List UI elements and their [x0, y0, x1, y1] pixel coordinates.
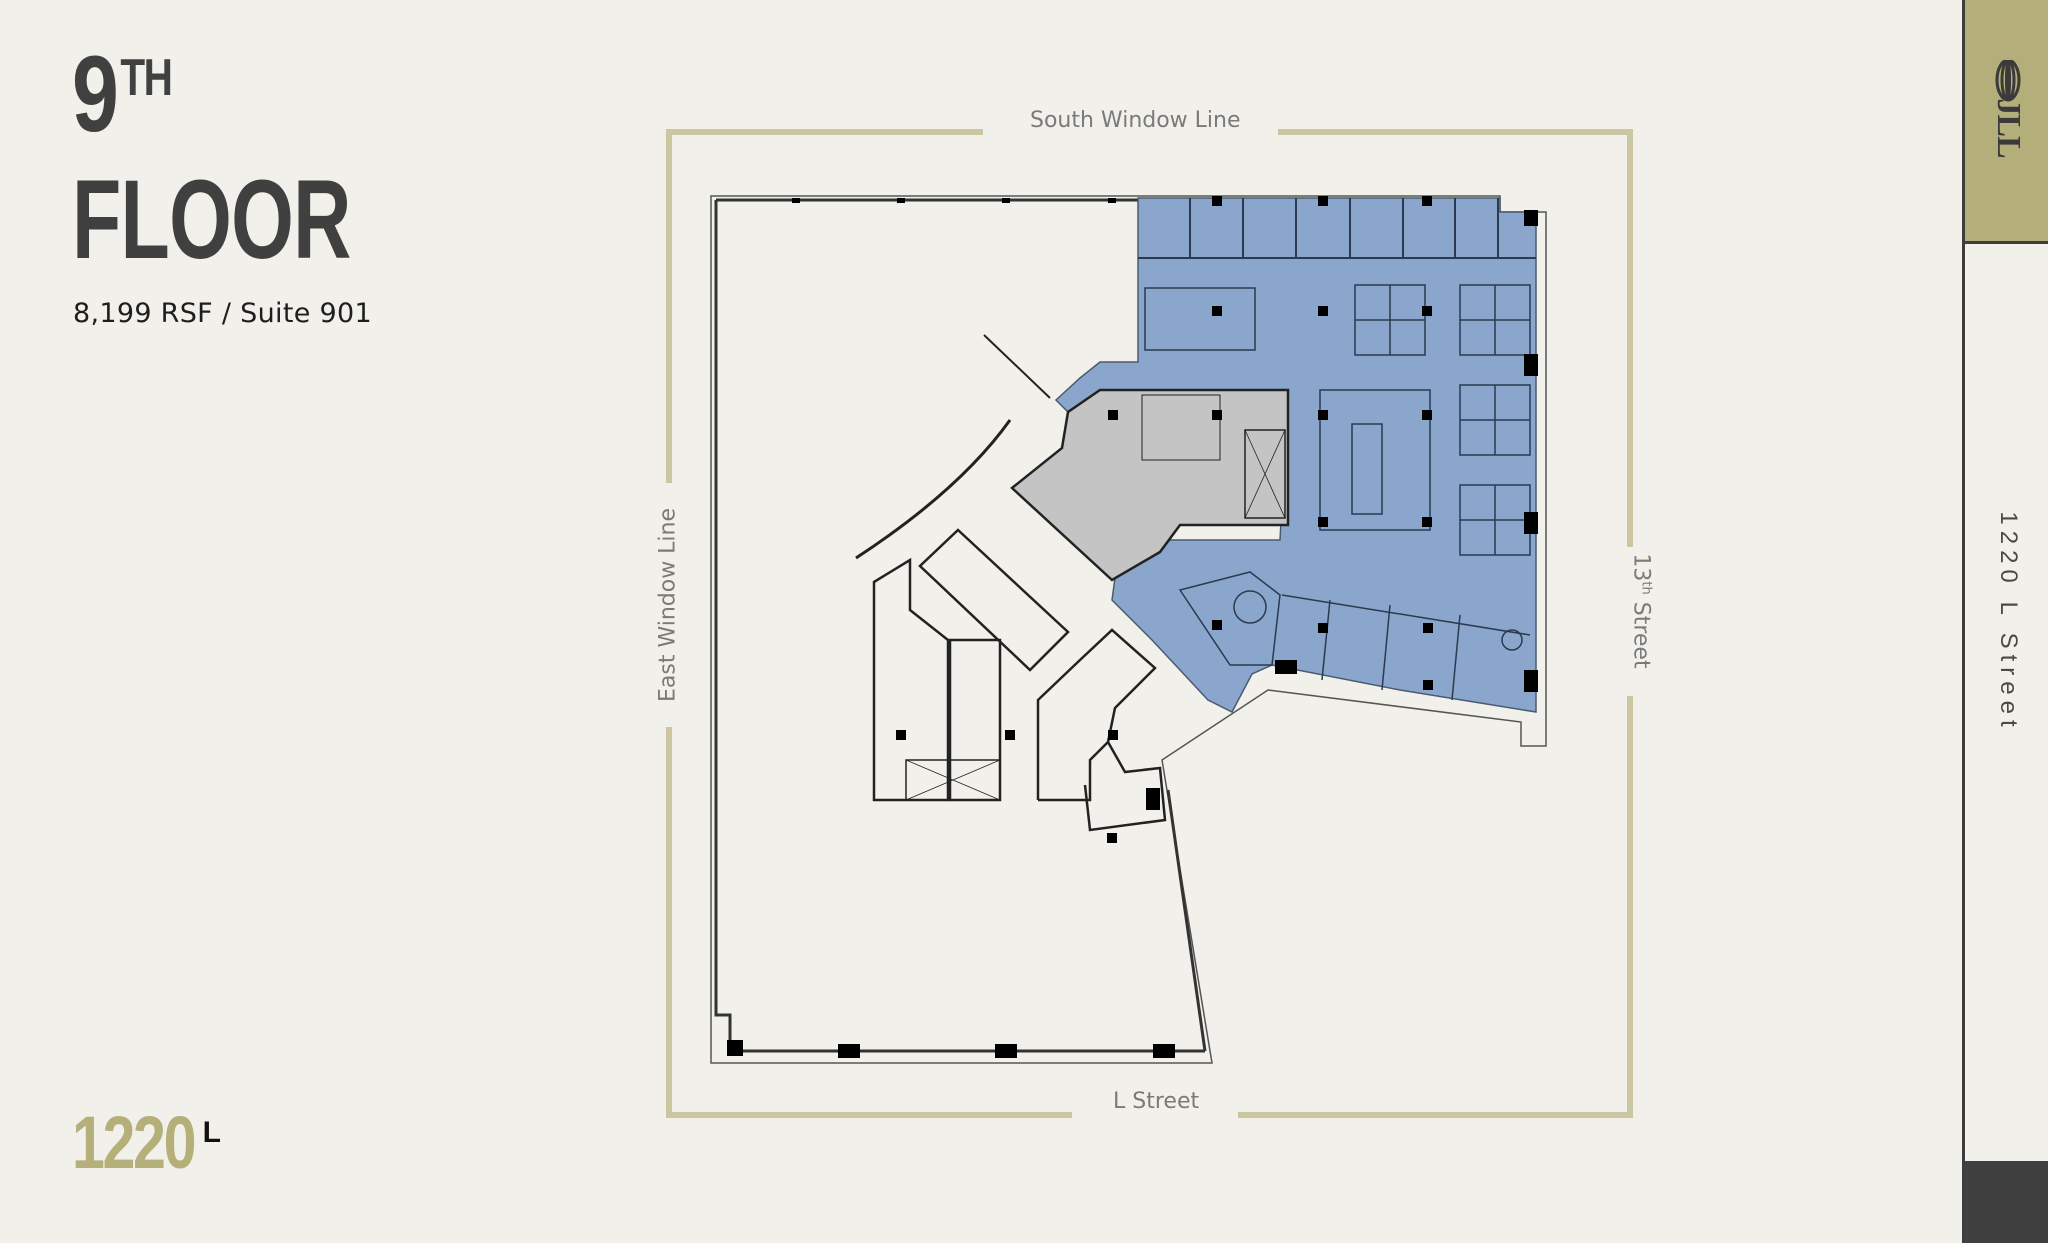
floor-number-value: 9: [72, 33, 119, 154]
columns: [727, 196, 1538, 1058]
building-logo-letter: L: [202, 1116, 221, 1149]
jll-logo-panel: JLL: [1965, 0, 2048, 244]
exterior-wall: [714, 198, 1207, 1053]
label-13th-street: 13th Street: [1628, 553, 1653, 668]
sidebar-footer-block: [1965, 1161, 2048, 1243]
jll-logo-text: JLL: [1990, 98, 2027, 158]
label-east-window-line: East Window Line: [655, 507, 681, 703]
street-name: Street: [1628, 601, 1654, 669]
suite-901-area: [1054, 197, 1537, 713]
jll-rings-icon: [1995, 60, 2021, 102]
building-logo: 1220 L: [72, 1101, 221, 1184]
street-suffix: th: [1638, 581, 1654, 595]
sidebar-address: 1220 L Street: [1995, 511, 2022, 733]
floor-number-suffix: TH: [120, 49, 173, 107]
building-logo-number: 1220: [72, 1101, 196, 1184]
street-number: 13: [1628, 553, 1654, 582]
floor-number: 9 TH: [72, 33, 374, 154]
west-core: [855, 334, 1167, 832]
label-l-street: L Street: [1113, 1089, 1200, 1114]
plan-frame: [666, 129, 1633, 1118]
floor-word: FLOOR: [72, 157, 351, 282]
suite-info: 8,199 RSF / Suite 901: [73, 298, 372, 329]
building-core: [1010, 388, 1290, 582]
right-sidebar: JLL 1220 L Street: [1962, 0, 2048, 1243]
floor-title: 9 TH FLOOR: [72, 33, 459, 282]
label-south-window-line: South Window Line: [1030, 108, 1241, 133]
